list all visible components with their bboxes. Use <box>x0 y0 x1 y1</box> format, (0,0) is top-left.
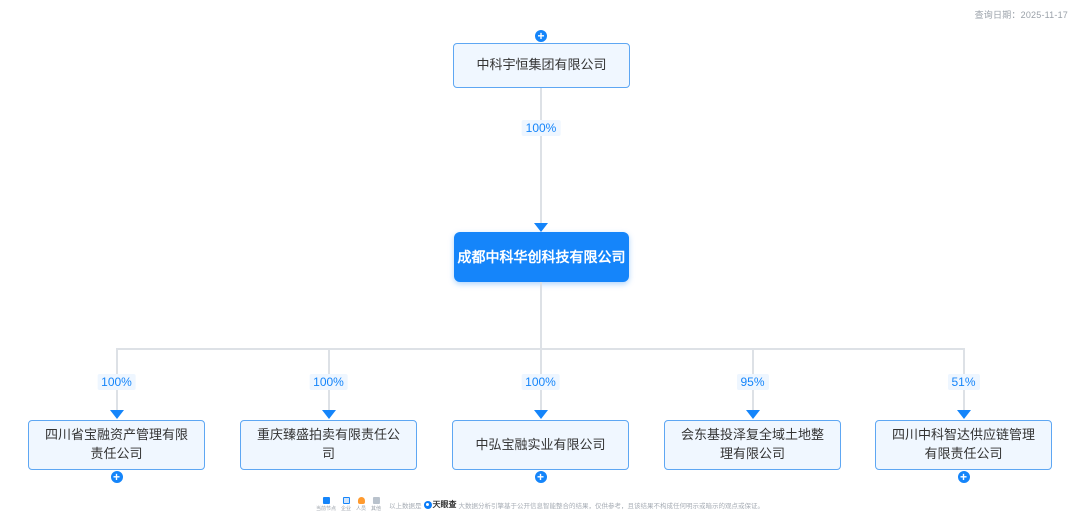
footer: 当前节点 企业 人员 其他 以上数据是 天眼查 大数据分析引擎基于公开信息智能整… <box>316 497 764 512</box>
query-date-value: 2025-11-17 <box>1020 10 1068 20</box>
connector-focus-trunk <box>540 282 542 349</box>
person-icon <box>357 497 365 504</box>
disclaimer-suffix: 大数据分析引擎基于公开信息智能整合的结果，仅供参考，且该结果不构成任何明示或暗示… <box>458 502 765 510</box>
arrowhead-child-5 <box>956 410 971 419</box>
legend-item-company: 企业 <box>341 497 351 512</box>
legend-label: 其他 <box>371 506 382 512</box>
ownership-percent-root: 100% <box>521 120 561 136</box>
current-node-icon <box>322 497 330 504</box>
child-company-node-5[interactable]: 四川中科智达供应链管理有限责任公司 <box>875 420 1052 470</box>
arrowhead-child-3 <box>533 410 548 419</box>
query-date: 查询日期：2025-11-17 <box>975 8 1068 21</box>
child-company-name-2: 重庆臻盛拍卖有限责任公司 <box>256 427 400 461</box>
ownership-percent-child-2: 100% <box>309 374 348 390</box>
brand-name: 天眼查 <box>432 500 457 509</box>
disclaimer: 以上数据是 天眼查 大数据分析引擎基于公开信息智能整合的结果，仅供参考，且该结果… <box>389 499 764 510</box>
legend-label: 当前节点 <box>315 506 336 512</box>
disclaimer-prefix: 以上数据是 <box>389 502 422 510</box>
arrowhead-child-2 <box>321 410 336 419</box>
child-company-node-1[interactable]: 四川省宝融资产管理有限责任公司 <box>28 420 205 470</box>
legend-label: 企业 <box>340 506 351 512</box>
root-company-name: 中科宇恒集团有限公司 <box>476 57 607 73</box>
child-company-node-4[interactable]: 会东基投泽复全域土地整理有限公司 <box>664 420 841 470</box>
child-column-5: 51% 四川中科智达供应链管理有限责任公司 + <box>875 348 1052 498</box>
root-company-node[interactable]: 中科宇恒集团有限公司 <box>453 43 630 88</box>
child-company-node-2[interactable]: 重庆臻盛拍卖有限责任公司 <box>240 420 417 470</box>
connector-root-focus <box>540 88 542 224</box>
legend-item-other: 其他 <box>371 497 381 512</box>
company-icon <box>342 497 350 504</box>
ownership-percent-child-4: 95% <box>736 374 769 390</box>
child-company-name-1: 四川省宝融资产管理有限责任公司 <box>44 427 188 461</box>
child-column-1: 100% 四川省宝融资产管理有限责任公司 + <box>28 348 205 498</box>
brand-logo: 天眼查 <box>423 499 457 510</box>
ownership-percent-child-5: 51% <box>947 374 980 390</box>
child-column-4: 95% 会东基投泽复全域土地整理有限公司 <box>664 348 841 498</box>
legend-label: 人员 <box>356 506 367 512</box>
child-company-name-3: 中弘宝融实业有限公司 <box>475 436 606 452</box>
query-date-label: 查询日期： <box>974 10 1021 20</box>
ownership-percent-child-3: 100% <box>521 374 560 390</box>
legend-item-person: 人员 <box>356 497 366 512</box>
expand-plus-button-child-1[interactable]: + <box>109 470 124 484</box>
expand-plus-button-root[interactable]: + <box>534 29 548 43</box>
expand-plus-button-child-3[interactable]: + <box>533 470 548 484</box>
child-column-3: 100% 中弘宝融实业有限公司 + <box>452 348 629 498</box>
focus-company-name: 成都中科华创科技有限公司 <box>457 249 626 265</box>
child-company-name-4: 会东基投泽复全域土地整理有限公司 <box>680 427 824 461</box>
child-company-node-3[interactable]: 中弘宝融实业有限公司 <box>452 420 629 470</box>
expand-plus-button-child-5[interactable]: + <box>956 470 971 484</box>
other-icon <box>372 497 380 504</box>
ownership-percent-child-1: 100% <box>97 374 136 390</box>
arrowhead-child-4 <box>745 410 760 419</box>
tianyancha-eye-icon <box>423 500 432 509</box>
focus-company-node[interactable]: 成都中科华创科技有限公司 <box>454 232 629 282</box>
arrowhead-child-1 <box>109 410 124 419</box>
legend-item-current-node: 当前节点 <box>316 497 336 512</box>
child-column-2: 100% 重庆臻盛拍卖有限责任公司 <box>240 348 417 498</box>
child-company-name-5: 四川中科智达供应链管理有限责任公司 <box>891 427 1035 461</box>
legend: 当前节点 企业 人员 其他 <box>316 497 381 512</box>
arrowhead-focus <box>534 223 548 232</box>
